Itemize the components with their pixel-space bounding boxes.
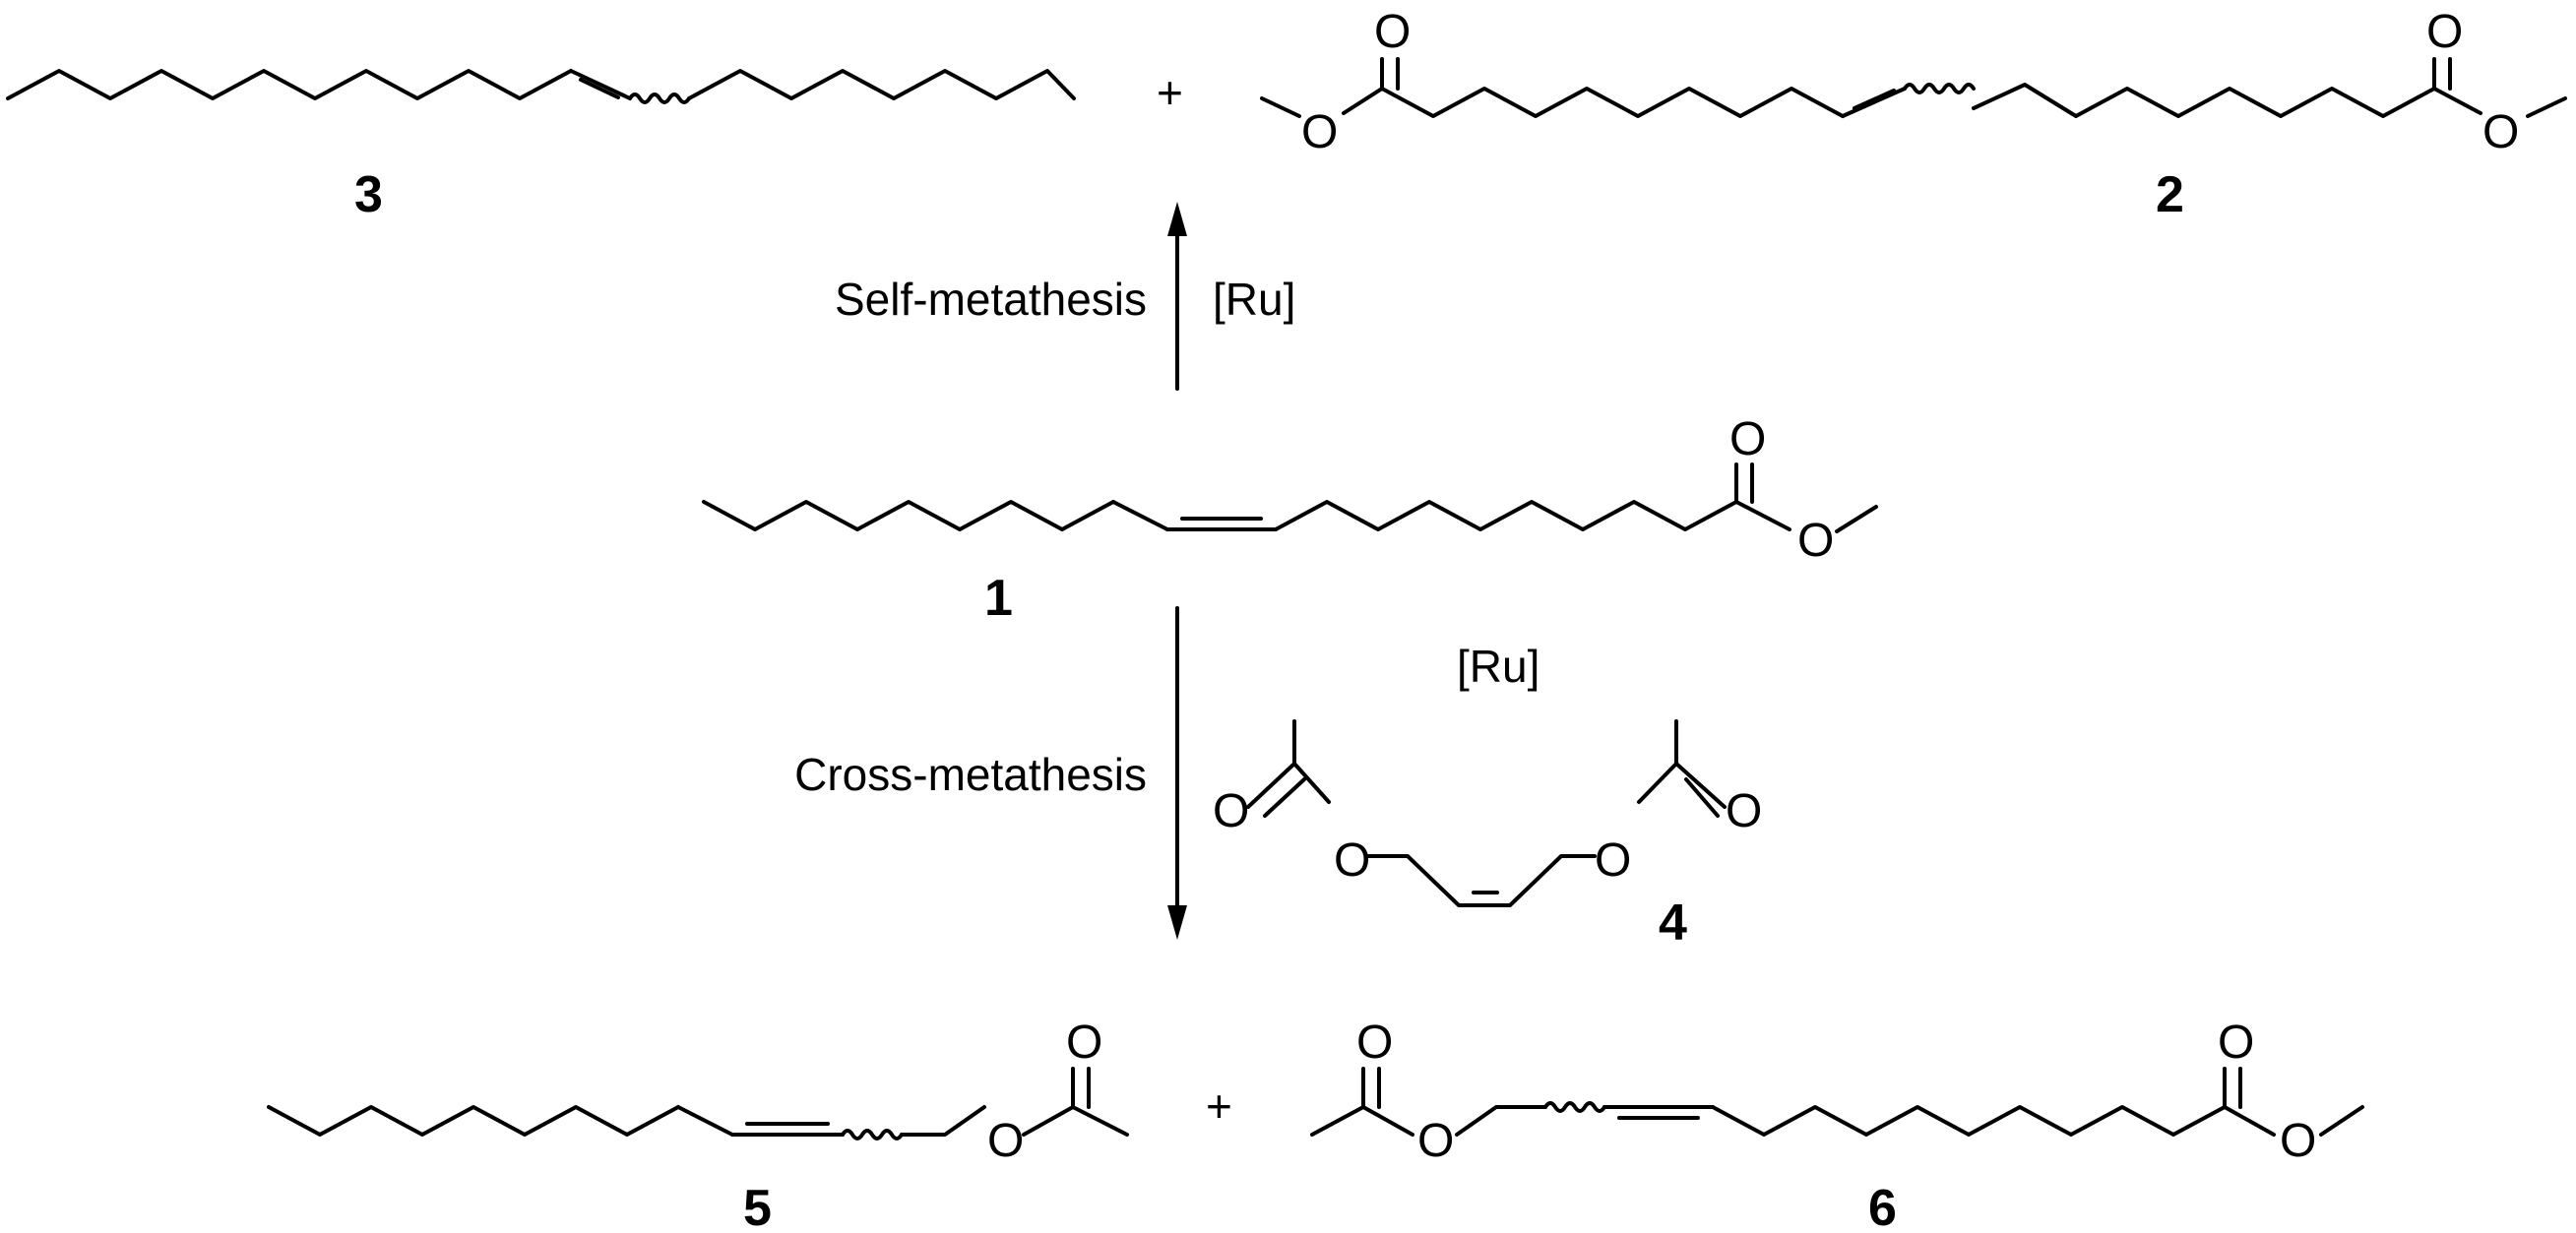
self-metathesis-text: Self-metathesis xyxy=(835,274,1147,325)
compound-4-atom-o-left-carbonyl: O xyxy=(1213,785,1249,837)
compound-3-label: 3 xyxy=(354,166,383,223)
compound-6-atom-o-left-carbonyl: O xyxy=(1356,1017,1393,1069)
cross-metathesis-text: Cross-metathesis xyxy=(794,749,1147,800)
compound-3-structure xyxy=(6,69,1076,104)
self-metathesis-catalyst: [Ru] xyxy=(1213,274,1295,325)
compound-4-atom-o-left-ester: O xyxy=(1334,834,1370,887)
self-metathesis-arrow xyxy=(1167,202,1187,391)
compound-6-atom-o-right-carbonyl: O xyxy=(2218,1017,2254,1069)
cross-metathesis-arrow xyxy=(1167,606,1187,940)
compound-2-atom-o-left-ester: O xyxy=(1301,106,1338,158)
compound-5-atom-o-ester: O xyxy=(987,1115,1024,1167)
compound-1-label: 1 xyxy=(984,570,1013,627)
compound-1-atom-o-ester: O xyxy=(1797,515,1834,567)
compound-5-atom-o-carbonyl: O xyxy=(1066,1017,1102,1069)
compound-4-structure xyxy=(1246,719,1727,907)
compound-2-atom-o-right-carbonyl: O xyxy=(2426,6,2463,58)
compound-6-structure xyxy=(1310,1067,2364,1137)
plus-sign-top: + xyxy=(1157,67,1183,118)
compound-6-label: 6 xyxy=(1868,1180,1897,1233)
plus-sign-bottom: + xyxy=(1206,1080,1232,1132)
compound-6-atom-o-left-ester: O xyxy=(1417,1115,1454,1167)
compound-4-atom-o-right-carbonyl: O xyxy=(1726,785,1762,837)
compound-1-structure xyxy=(702,462,1878,533)
compound-5-label: 5 xyxy=(743,1180,772,1233)
compound-2-atom-o-left-carbonyl: O xyxy=(1374,6,1411,58)
compound-5-structure xyxy=(267,1067,1129,1141)
cross-metathesis-catalyst: [Ru] xyxy=(1457,641,1539,692)
compound-2-label: 2 xyxy=(2156,166,2184,223)
compound-2-structure xyxy=(1260,57,2567,118)
compound-6-atom-o-right-ester: O xyxy=(2280,1115,2316,1167)
compound-2-atom-o-right-ester: O xyxy=(2482,106,2519,158)
compound-4-label: 4 xyxy=(1659,894,1687,952)
compound-1-atom-o-carbonyl: O xyxy=(1729,413,1766,465)
compound-4-atom-o-right-ester: O xyxy=(1595,834,1631,887)
